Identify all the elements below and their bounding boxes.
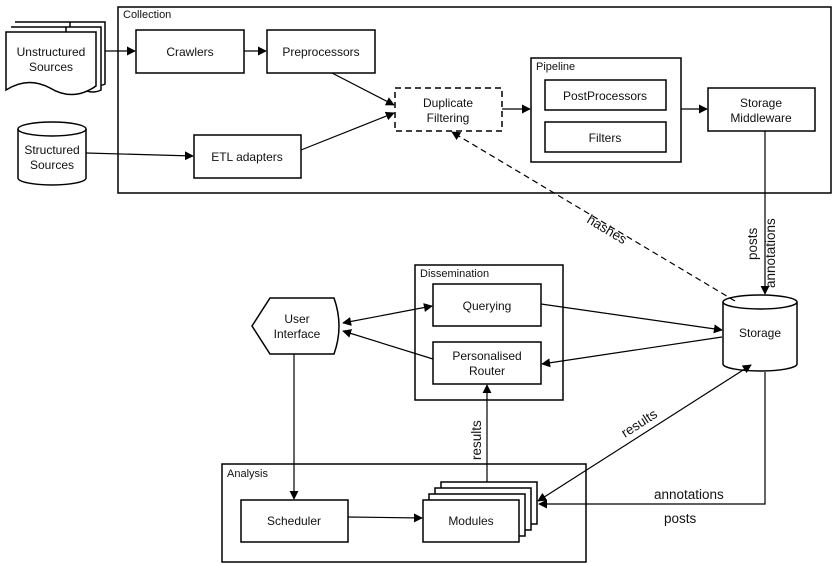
personalised-router-label-2: Router [469, 364, 505, 378]
arrow-ui-querying [342, 303, 433, 326]
collection-title: Collection [123, 9, 171, 21]
annotations-edge-label: annotations [763, 218, 778, 288]
querying-node: Querying [432, 283, 542, 327]
arrow-querying-to-storage [540, 303, 723, 334]
filters-label: Filters [589, 131, 622, 145]
posts-bottom-edge-label: posts [664, 511, 697, 526]
structured-sources-label-2: Sources [30, 158, 74, 172]
arrow-etl-to-duplicate [300, 111, 395, 151]
arrow-modules-storage-results [537, 364, 752, 502]
arrow-storage-to-router [541, 336, 723, 368]
dissemination-title: Dissemination [420, 268, 489, 280]
arrow-storage-to-modules-annotations-posts [538, 372, 766, 509]
storage-label: Storage [739, 326, 781, 340]
preprocessors-node: Preprocessors [266, 29, 376, 74]
preprocessors-label: Preprocessors [282, 45, 359, 59]
analysis-title: Analysis [227, 468, 268, 480]
crawlers-node: Crawlers [135, 29, 245, 74]
arrow-structured-to-etl [85, 151, 194, 161]
hashes-edge-label: hashes [584, 212, 629, 247]
postprocessors-node: PostProcessors [544, 79, 667, 111]
unstructured-sources-node: Unstructured Sources [5, 21, 106, 96]
user-interface-label-1: User [284, 312, 309, 326]
annotations-bottom-edge-label: annotations [654, 487, 724, 502]
storage-node: Storage [722, 294, 798, 372]
unstructured-sources-label-1: Unstructured [17, 45, 86, 59]
results-vertical-edge-label: results [469, 420, 484, 460]
duplicate-filtering-node: Duplicate Filtering [394, 87, 503, 132]
modules-node: Modules [422, 481, 538, 543]
scheduler-node: Scheduler [240, 499, 349, 543]
arrow-storage-to-duplicate-hashes [451, 131, 736, 302]
storage-middleware-label-2: Middleware [730, 111, 792, 125]
crawlers-label: Crawlers [166, 45, 213, 59]
arrow-preprocessors-to-duplicate [331, 72, 395, 106]
user-interface-label-2: Interface [274, 327, 321, 341]
filters-node: Filters [544, 121, 667, 153]
personalised-router-node: Personalised Router [432, 341, 542, 385]
arrow-scheduler-to-modules [347, 513, 423, 523]
user-interface-node: User Interface [251, 297, 340, 355]
pipeline-title: Pipeline [536, 61, 575, 73]
duplicate-filtering-label-1: Duplicate [423, 96, 473, 110]
modules-label: Modules [448, 514, 493, 528]
postprocessors-label: PostProcessors [563, 89, 647, 103]
scheduler-label: Scheduler [267, 514, 321, 528]
posts-edge-label: posts [745, 227, 760, 260]
unstructured-sources-label-2: Sources [29, 60, 73, 74]
querying-label: Querying [463, 299, 512, 313]
structured-sources-label-1: Structured [24, 143, 79, 157]
personalised-router-label-1: Personalised [452, 349, 521, 363]
storage-middleware-label-1: Storage [740, 96, 782, 110]
structured-sources-node: Structured Sources [17, 121, 87, 186]
arrow-router-to-ui [342, 329, 434, 360]
results-diagonal-edge-label: results [618, 406, 660, 440]
storage-middleware-node: Storage Middleware [707, 87, 816, 132]
etl-adapters-node: ETL adapters [193, 134, 302, 179]
duplicate-filtering-label-2: Filtering [427, 111, 470, 125]
etl-adapters-label: ETL adapters [211, 150, 283, 164]
